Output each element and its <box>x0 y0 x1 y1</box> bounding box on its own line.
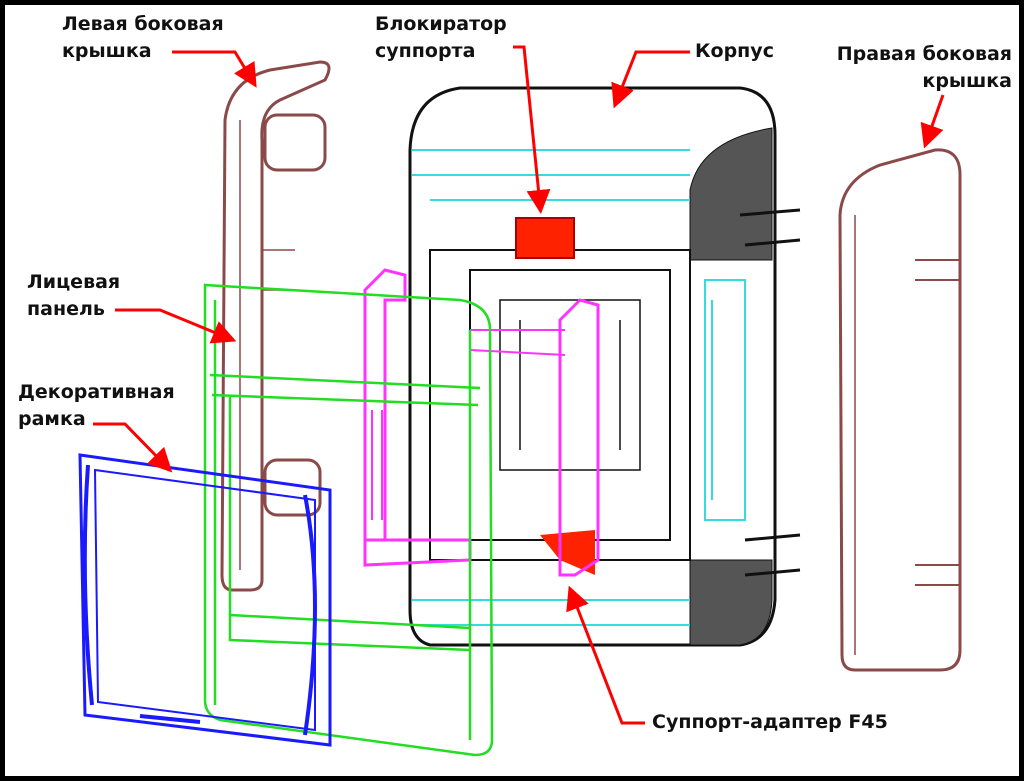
front-panel <box>203 283 494 757</box>
decorative-frame <box>78 453 332 747</box>
arrow-decor-frame <box>93 422 173 473</box>
support-adapter-f45 <box>363 268 600 577</box>
support-blocker <box>515 217 595 575</box>
label-line: суппорта <box>375 40 476 62</box>
arrow-front-panel <box>115 308 237 344</box>
label-line: Правая боковая <box>836 43 1012 65</box>
label-body: Корпус <box>695 40 774 62</box>
right-side-cover <box>838 148 962 672</box>
arrow-blocker <box>513 45 551 214</box>
label-line: панель <box>27 298 105 320</box>
exploded-diagram: Левая боковая крышка Блокиратор суппорта… <box>5 5 1019 776</box>
arrow-left-cover <box>172 50 257 88</box>
label-front-panel: Лицевая панель <box>27 269 120 323</box>
diagram-drawing <box>78 45 962 757</box>
label-adapter: Суппорт-адаптер F45 <box>652 711 888 733</box>
label-line: Декоративная <box>18 381 175 403</box>
label-line: крышка <box>62 40 152 62</box>
label-line: Лицевая <box>27 271 121 293</box>
arrow-right-cover <box>920 94 945 149</box>
label-line: рамка <box>18 408 86 430</box>
body-housing <box>408 86 801 647</box>
label-line: Блокиратор <box>375 13 507 35</box>
arrow-body <box>611 50 690 109</box>
label-right-cover: Правая боковая крышка <box>837 41 1012 95</box>
label-decor-frame: Декоративная рамка <box>18 379 175 433</box>
arrow-adapter <box>566 585 645 725</box>
left-side-cover <box>220 60 331 592</box>
label-line: Левая боковая <box>62 13 224 35</box>
callout-arrows <box>93 45 945 725</box>
label-left-cover: Левая боковая крышка <box>62 11 224 65</box>
label-line: крышка <box>922 70 1012 92</box>
label-blocker: Блокиратор суппорта <box>375 11 507 65</box>
